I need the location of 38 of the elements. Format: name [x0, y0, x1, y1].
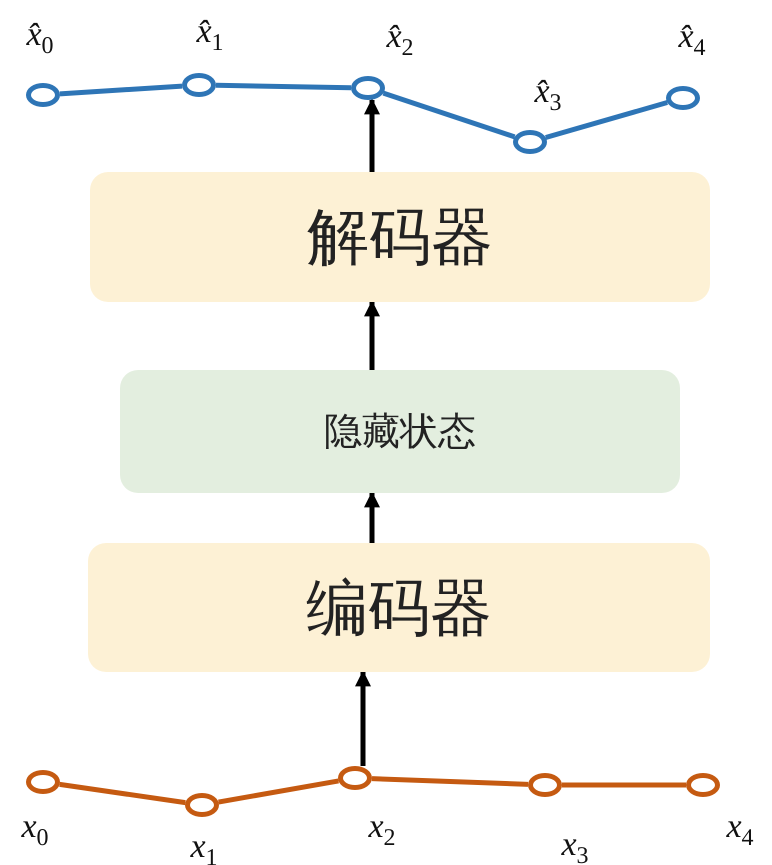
variable-label: x̂$_{1}$ — [196, 13, 224, 57]
variable-label: x$_{4}$ — [726, 808, 754, 852]
arrow — [364, 491, 380, 543]
circle-marker — [528, 773, 562, 797]
variable-label: x$_{0}$ — [21, 808, 49, 852]
circle-marker — [351, 76, 385, 100]
variable-label: x̂$_{2}$ — [386, 18, 414, 62]
arrow — [355, 670, 371, 766]
process-box — [90, 172, 710, 302]
circle-marker — [338, 766, 372, 790]
variable-label: x$_{1}$ — [190, 828, 218, 865]
arrow — [364, 300, 380, 370]
process-box — [88, 543, 710, 672]
box-title: 隐藏状态 — [324, 408, 476, 455]
connector-line — [545, 100, 668, 140]
variable-label: x̂$_{0}$ — [26, 16, 54, 60]
circle-marker — [26, 770, 60, 794]
connector-line — [372, 776, 528, 787]
connector-line — [218, 778, 339, 805]
circle-marker — [686, 773, 720, 797]
circle-marker — [182, 73, 216, 97]
variable-label: x̂$_{3}$ — [534, 73, 562, 117]
box-title: 编码器 — [306, 570, 492, 646]
connector-line — [60, 84, 182, 96]
process-box — [120, 370, 680, 493]
circle-marker — [26, 83, 60, 107]
circle-marker — [513, 130, 547, 154]
connector-line — [382, 90, 516, 140]
variable-label: x$_{3}$ — [561, 826, 589, 865]
arrow — [364, 98, 380, 172]
connector-line — [59, 782, 186, 806]
circle-marker — [666, 86, 700, 110]
box-title: 解码器 — [307, 199, 493, 275]
variable-label: x̂$_{4}$ — [678, 18, 706, 62]
variable-label: x$_{2}$ — [368, 808, 396, 852]
connector-line — [562, 782, 686, 788]
connector-line — [216, 82, 352, 90]
circle-marker — [185, 793, 219, 817]
